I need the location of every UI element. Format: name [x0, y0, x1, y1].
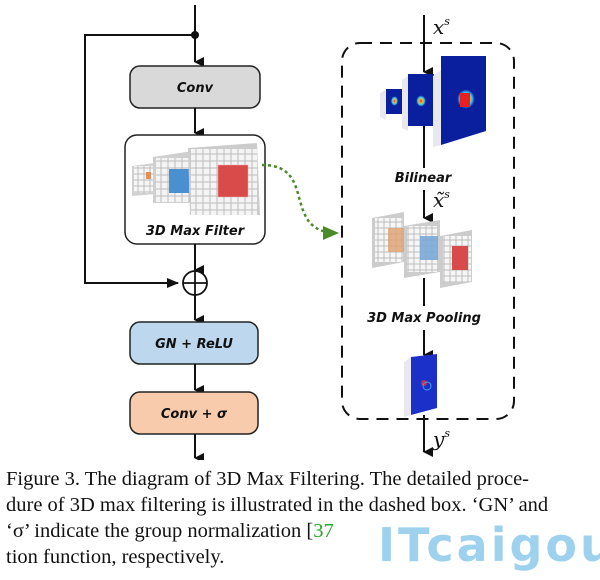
gn-relu-block: GN + ReLU: [129, 321, 259, 365]
caption-line-2: dure of 3D max filtering is illustrated …: [6, 494, 549, 516]
skip-connection: [84, 34, 195, 288]
pooling-label: 3D Max Pooling: [367, 311, 481, 326]
dashed-border: [341, 42, 515, 420]
caption-line-3-text: ‘σ’ indicate the group normalization [: [6, 520, 314, 542]
conv-sigma-label: Conv + σ: [161, 407, 228, 422]
bilinear-label: Bilinear: [395, 171, 453, 186]
pooling-cube-1: [372, 212, 406, 268]
heatmap-output: [404, 354, 437, 417]
heatmap-medium: [402, 74, 434, 131]
conv-sigma-block: Conv + σ: [129, 391, 259, 435]
detail-box: xs Bilinear x̃s: [341, 15, 515, 457]
filter-grid-large: [188, 143, 260, 215]
caption-line-3: ‘σ’ indicate the group normalization [37: [6, 518, 594, 544]
detail-connector-arrow: [261, 163, 339, 240]
figure-caption: Figure 3. The diagram of 3D Max Filterin…: [6, 466, 594, 570]
watermark: ITcaigou: [378, 518, 600, 572]
sum-node-icon: [182, 270, 208, 296]
conv-label: Conv: [177, 81, 214, 96]
conv-block: Conv: [129, 65, 261, 109]
heatmap-large: [433, 56, 486, 147]
left-pipeline: Conv 3D Max Filter: [84, 5, 266, 460]
caption-line-4: tion function, respectively.: [6, 546, 225, 568]
gn-relu-label: GN + ReLU: [155, 337, 233, 352]
input-label: xs: [433, 15, 450, 39]
filter-grid-medium: [153, 151, 193, 203]
pooling-cube-2: [404, 220, 440, 278]
figure-diagram: Conv 3D Max Filter: [84, 5, 515, 460]
citation-link[interactable]: 37: [313, 520, 334, 542]
filter-grid-small: [132, 163, 155, 196]
tilde-x-label: x̃s: [433, 188, 450, 212]
heatmap-small: [380, 89, 403, 120]
pooling-cube-3: [440, 230, 472, 288]
max-filter-label: 3D Max Filter: [146, 224, 246, 239]
max-filter-block: 3D Max Filter: [124, 134, 266, 245]
output-label: ys: [432, 427, 450, 451]
caption-line-1: Figure 3. The diagram of 3D Max Filterin…: [6, 468, 529, 490]
